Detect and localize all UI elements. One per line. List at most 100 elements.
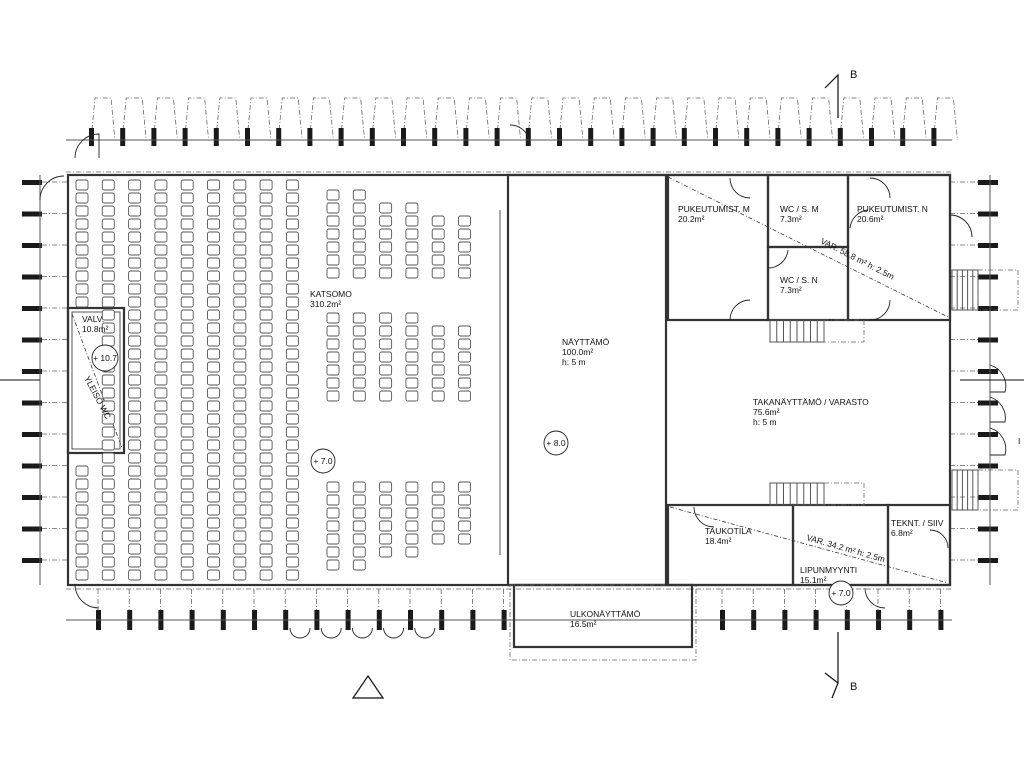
seat (207, 179, 220, 191)
seat (207, 361, 220, 373)
seat (259, 400, 273, 412)
pergola-fin (714, 97, 740, 141)
post-top (744, 128, 750, 146)
seat (154, 270, 168, 282)
seat (326, 325, 340, 337)
valv-level: + 10.7 (93, 353, 117, 363)
post-top (837, 128, 843, 146)
seat (326, 390, 340, 402)
seat (326, 481, 340, 493)
seat (458, 228, 471, 240)
seat (233, 452, 247, 464)
seat (285, 452, 299, 464)
door-taukotila (693, 506, 715, 528)
seat (259, 374, 273, 386)
seat (233, 491, 247, 503)
pergola-fin (558, 97, 584, 141)
seat (101, 530, 115, 542)
seat (154, 361, 168, 373)
seat (326, 267, 340, 279)
seat (352, 481, 366, 493)
katsomo-level: + 7.0 (313, 456, 332, 466)
seat (379, 228, 393, 240)
seat (180, 205, 194, 217)
seat (233, 504, 247, 516)
seat (259, 387, 273, 399)
seat (180, 387, 194, 399)
seat (379, 325, 393, 337)
seat (233, 257, 247, 269)
seat (128, 335, 142, 347)
seat (207, 452, 220, 464)
seat (101, 504, 115, 516)
seat (379, 533, 393, 545)
seat (128, 569, 142, 581)
post-right (978, 211, 998, 217)
post-top (806, 128, 812, 146)
post-right (978, 337, 998, 343)
seat (101, 413, 115, 425)
seat (128, 387, 142, 399)
seat (154, 439, 168, 451)
seat (75, 257, 89, 269)
seat (233, 270, 247, 282)
seat (207, 218, 220, 230)
seat (180, 452, 194, 464)
seat (180, 478, 194, 490)
seat (326, 559, 340, 571)
stair-right-upper (951, 269, 979, 311)
puk-m-area: 20.2m² (678, 214, 705, 224)
post-top (151, 128, 157, 146)
seat (379, 338, 393, 350)
seat (405, 494, 419, 506)
post-top (182, 128, 188, 146)
seat (405, 254, 419, 266)
seat (154, 491, 168, 503)
seat (285, 426, 299, 438)
seat (326, 312, 340, 324)
taukotila-area: 18.4m² (705, 536, 732, 546)
seat (458, 254, 471, 266)
door-top-stage (509, 124, 531, 146)
seat (207, 569, 220, 581)
seat (285, 244, 299, 256)
seat (154, 309, 168, 321)
seat (101, 205, 115, 217)
seat (233, 179, 247, 191)
seat (154, 452, 168, 464)
katsomo-area: 310.2m² (310, 299, 341, 309)
entry-door (351, 627, 373, 639)
seat (128, 374, 142, 386)
post-top (276, 128, 282, 146)
seat (352, 338, 366, 350)
seat (352, 215, 366, 227)
post-top (775, 128, 781, 146)
seat (259, 309, 273, 321)
seat (352, 312, 366, 324)
seat (101, 439, 115, 451)
seat (101, 556, 115, 568)
seat (154, 335, 168, 347)
seat (101, 400, 115, 412)
seat (405, 338, 419, 350)
tekn-name: TEKNT. / SIIV (891, 518, 944, 528)
doors (39, 124, 1007, 639)
seat (101, 374, 115, 386)
seat (154, 374, 168, 386)
seat (285, 465, 299, 477)
seat (285, 205, 299, 217)
seat (207, 491, 220, 503)
seat (207, 478, 220, 490)
seat (180, 257, 194, 269)
section-arrow-top (824, 73, 839, 118)
seat (154, 543, 168, 555)
seat (285, 491, 299, 503)
seat (285, 309, 299, 321)
seat (431, 390, 445, 402)
pergola-fin (652, 97, 677, 141)
post-left (22, 558, 42, 563)
seat (352, 390, 366, 402)
seat (101, 270, 115, 282)
seat (233, 192, 247, 204)
valv-block (66, 306, 126, 455)
